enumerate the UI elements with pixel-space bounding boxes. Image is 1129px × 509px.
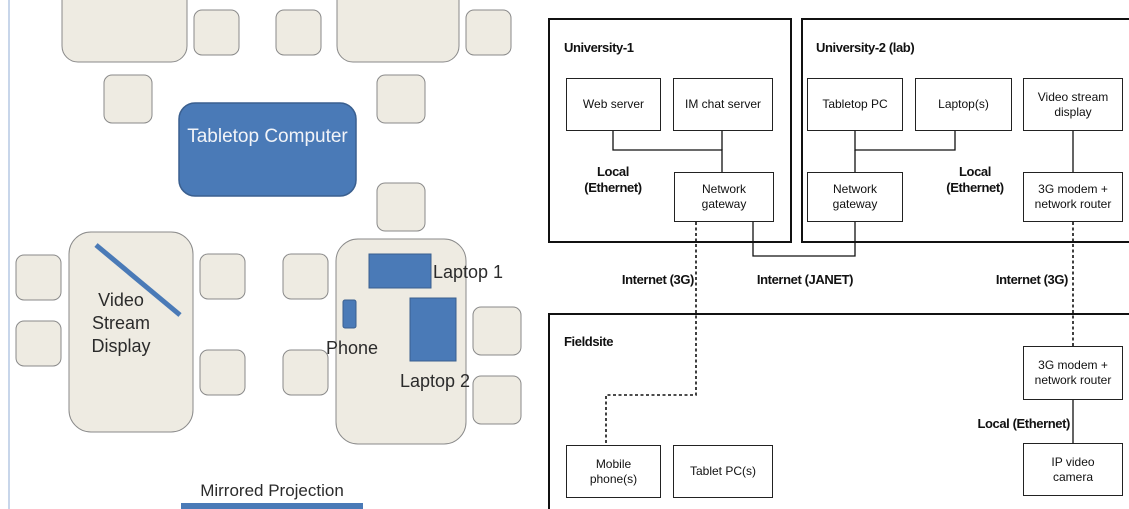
zone-university-2	[801, 18, 1129, 243]
video-stream-display-node: Video stream display	[1023, 78, 1123, 131]
zone-title-fieldsite: Fieldsite	[564, 334, 614, 349]
chair	[193, 9, 240, 56]
laptop-1-label: Laptop 1	[433, 262, 504, 282]
link-label-local-ethernet-1: Local (Ethernet)	[584, 164, 642, 195]
link-internet-3g-phone	[605, 222, 697, 445]
chair	[275, 9, 322, 56]
phone-device	[342, 299, 357, 329]
chair	[103, 74, 153, 124]
web-server-node: Web server	[566, 78, 661, 131]
chair	[282, 349, 329, 396]
laptop-2-label: Laptop 2	[399, 371, 471, 391]
video-stream-display-label: Video Stream Display	[91, 290, 151, 356]
zone-title-university-2: University-2 (lab)	[816, 40, 915, 55]
laptop-1-device	[368, 253, 432, 289]
lab-3g-modem-router-node: 3G modem + network router	[1023, 172, 1123, 222]
chair	[472, 306, 522, 356]
link-internet-janet	[752, 222, 856, 257]
link-label-internet-3g-1: Internet (3G)	[621, 272, 694, 287]
floor-plan: Tabletop Computer Video Stream Display L…	[0, 0, 540, 509]
phone-label: Phone	[325, 338, 379, 358]
chair	[376, 182, 426, 232]
tabletop-computer	[178, 102, 357, 197]
mirrored-projection-label: Mirrored Projection	[200, 481, 344, 500]
mobile-phones-node: Mobile phone(s)	[566, 445, 661, 498]
chair	[199, 253, 246, 300]
lab-network-gateway-node: Network gateway	[807, 172, 903, 222]
laptop-table	[335, 238, 467, 445]
floor-plan-drawing	[8, 0, 522, 509]
network-diagram: University-1 University-2 (lab) Fieldsit…	[540, 0, 1129, 509]
tabletop-pc-node: Tabletop PC	[807, 78, 903, 131]
tabletop-computer-label: Tabletop Computer	[187, 126, 348, 147]
chair	[472, 375, 522, 425]
laptop-2-device	[409, 297, 457, 362]
chair	[376, 74, 426, 124]
link-tabletop-laptops	[854, 130, 956, 151]
chair	[199, 349, 246, 396]
zone-fieldsite	[548, 313, 1129, 509]
network-gateway-node: Network gateway	[674, 172, 774, 222]
link-web-server-gateway	[612, 130, 723, 172]
chair	[15, 320, 62, 367]
chair	[282, 253, 329, 300]
table-top-right	[336, 0, 460, 63]
tablet-pcs-node: Tablet PC(s)	[673, 445, 773, 498]
network-connectors	[605, 130, 1074, 445]
video-display-table	[68, 231, 194, 433]
link-label-internet-3g-2: Internet (3G)	[995, 272, 1068, 287]
chair	[15, 254, 62, 301]
ip-video-camera-node: IP video camera	[1023, 443, 1123, 496]
laptops-node: Laptop(s)	[915, 78, 1012, 131]
zone-university-1	[548, 18, 792, 243]
link-label-local-ethernet-3: Local (Ethernet)	[977, 416, 1070, 431]
zone-title-university-1: University-1	[564, 40, 634, 55]
field-3g-modem-router-node: 3G modem + network router	[1023, 346, 1123, 400]
im-chat-server-node: IM chat server	[673, 78, 773, 131]
link-label-local-ethernet-2: Local (Ethernet)	[946, 164, 1004, 195]
projection-screen	[181, 503, 363, 509]
link-label-internet-janet: Internet (JANET)	[756, 272, 854, 287]
table-top-left	[61, 0, 188, 63]
chair	[465, 9, 512, 56]
video-display-screen	[94, 243, 182, 317]
